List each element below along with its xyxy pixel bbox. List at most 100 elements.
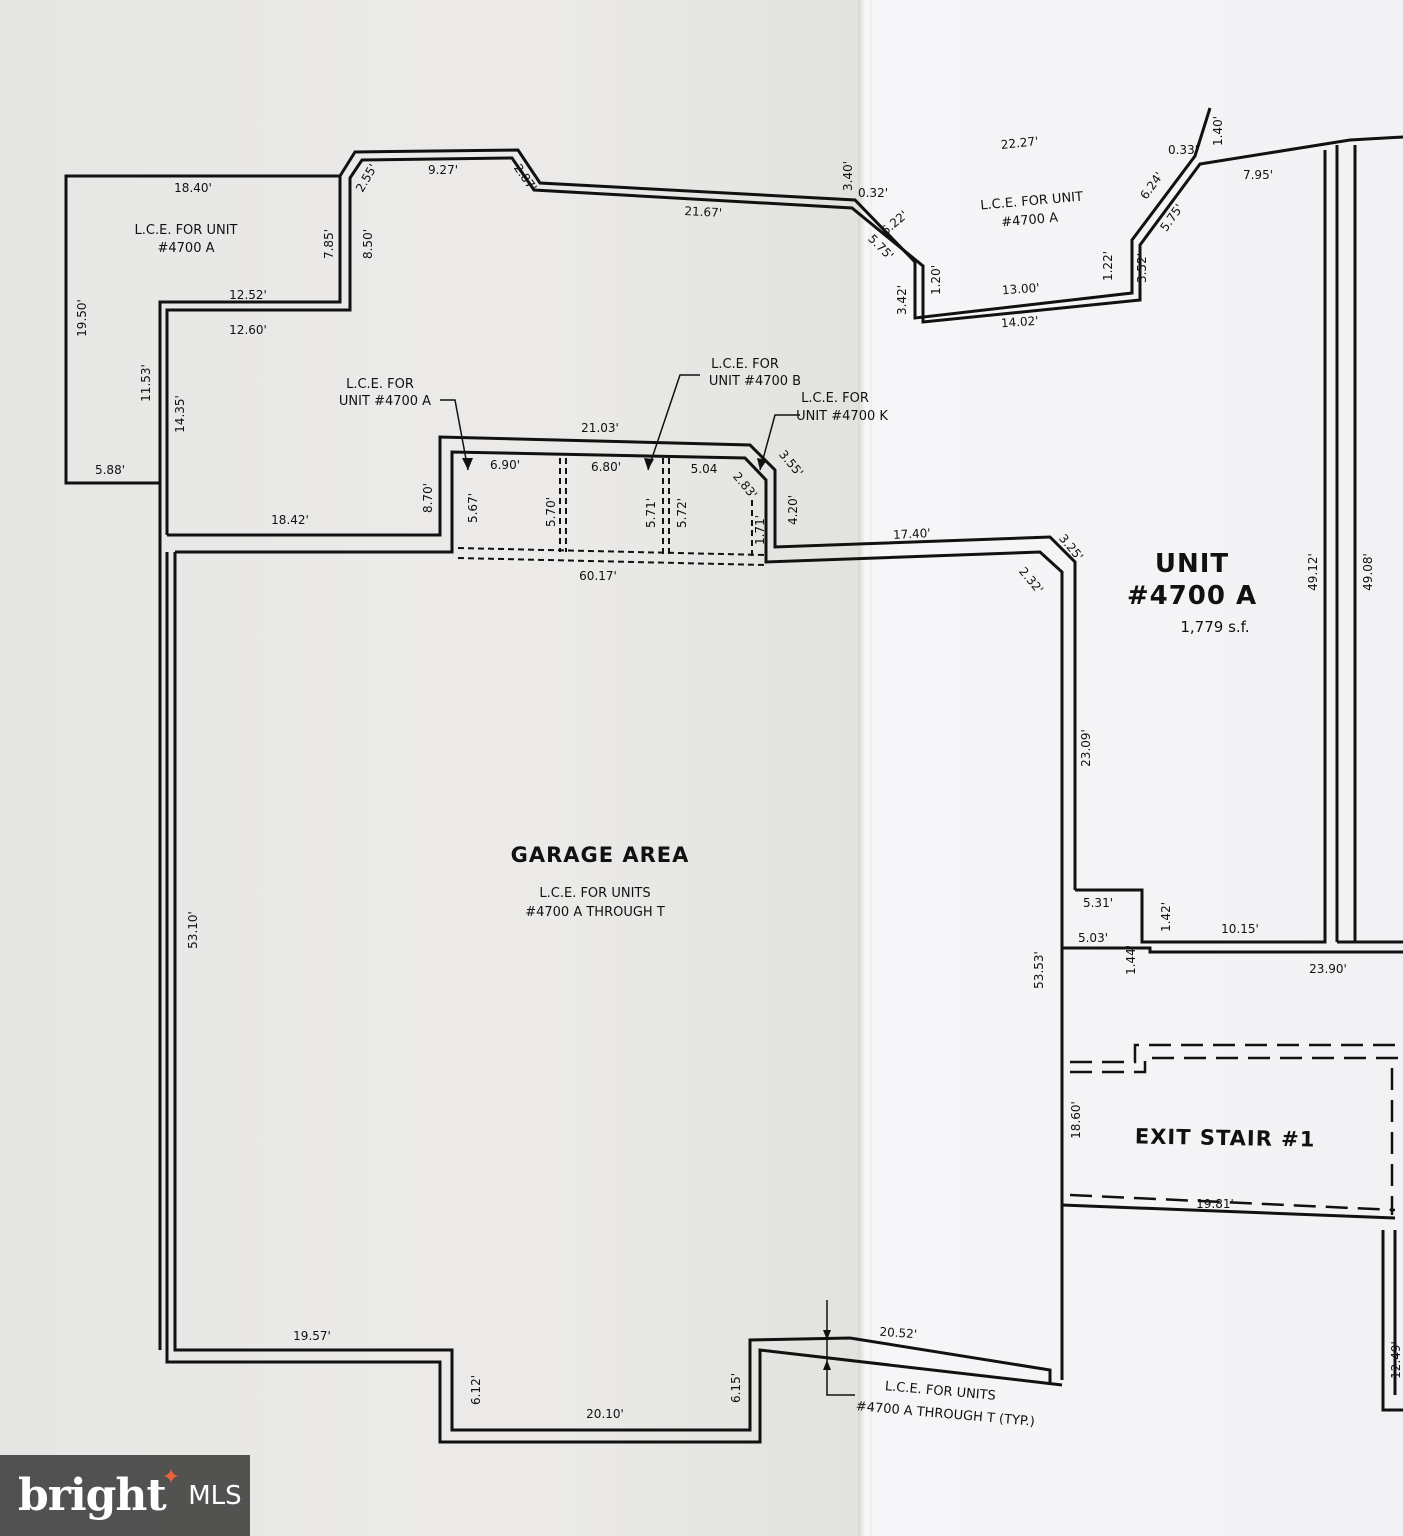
dim-label: 18.40' — [174, 181, 212, 195]
dim-label: 3.55' — [776, 447, 806, 479]
lce-top-right-label-2: #4700 A — [1001, 211, 1059, 231]
paper-fold — [858, 0, 872, 1536]
dim-label: 22.27' — [1000, 134, 1039, 152]
exit-stair-label: EXIT STAIR #1 — [1135, 1124, 1316, 1151]
dim-label: 49.08' — [1361, 553, 1375, 591]
dim-label: 6.22' — [878, 208, 910, 238]
dim-label: 0.32' — [858, 186, 888, 200]
storage-dashed — [457, 458, 767, 566]
dim-label: 3.42' — [895, 285, 909, 315]
lce-bottom-label-1: L.C.E. FOR UNITS — [884, 1379, 996, 1404]
dim-label: 60.17' — [579, 569, 617, 583]
dim-label: 11.53' — [139, 364, 153, 402]
dim-label: 20.52' — [879, 1325, 918, 1342]
right-lower-wall — [1381, 1230, 1403, 1412]
garage-area-sub-2: #4700 A THROUGH T — [525, 905, 665, 920]
lce-bottom-label-2: #4700 A THROUGH T (TYP.) — [855, 1399, 1035, 1430]
dim-label: 5.67' — [466, 493, 480, 523]
dim-label: 2.32' — [1016, 564, 1046, 596]
dim-label: 12.52' — [229, 288, 267, 302]
dim-label: 3.40' — [841, 161, 855, 191]
lce-a-label-2: UNIT #4700 A — [339, 394, 431, 409]
exit-stair-bottom — [1061, 1203, 1396, 1220]
lce-b-label-1: L.C.E. FOR — [711, 357, 779, 372]
dim-label: 21.03' — [581, 421, 619, 435]
dimension-labels: 18.40' 19.50' 5.88' 7.85' 8.50' 12.52' 1… — [75, 116, 1403, 1421]
dim-label: 49.12' — [1306, 553, 1320, 591]
dim-label: 5.03' — [1078, 931, 1108, 945]
garage-inner-left-bottom — [173, 552, 1052, 1432]
dim-label: 19.50' — [75, 299, 89, 337]
corridor-outer — [167, 435, 1077, 890]
unit-area-sf: 1,779 s.f. — [1180, 618, 1249, 636]
dim-label: 14.02' — [1000, 314, 1039, 331]
dim-label: 5.04 — [691, 462, 718, 476]
dim-label: 5.70' — [544, 497, 558, 527]
plan-lines — [64, 107, 1403, 1444]
garage-area-title: GARAGE AREA — [511, 843, 690, 867]
dim-label: 19.81' — [1196, 1197, 1234, 1211]
lce-top-left-label-2: #4700 A — [157, 241, 214, 256]
dim-label: 14.35' — [173, 395, 187, 433]
dim-label: 18.60' — [1069, 1101, 1083, 1139]
unit-label-2: #4700 A — [1127, 581, 1257, 611]
dim-label: 53.10' — [186, 911, 200, 949]
dim-label: 53.53' — [1032, 951, 1046, 989]
dim-label: 13.00' — [1001, 281, 1040, 298]
dim-label: 10.15' — [1221, 922, 1259, 936]
dim-label: 1.71' — [753, 515, 767, 545]
brightmls-watermark: bright ✦ MLS — [0, 1455, 250, 1536]
brand-accent-icon: ✦ — [161, 1465, 181, 1490]
dim-label: 12.49' — [1389, 1341, 1403, 1379]
paper-left-panel — [0, 0, 866, 1536]
dim-label: 1.40' — [1211, 116, 1225, 146]
lce-top-left-label-1: L.C.E. FOR UNIT — [135, 223, 238, 238]
dim-label: 23.90' — [1309, 962, 1347, 976]
dim-label: 5.71' — [644, 498, 658, 528]
dim-label: 9.27' — [428, 163, 458, 177]
dim-label: 6.90' — [490, 458, 520, 472]
dim-label: 5.72' — [675, 498, 689, 528]
dim-label: 23.09' — [1079, 729, 1093, 767]
brand-suffix: MLS — [188, 1480, 242, 1511]
walkway-outer-line — [158, 107, 1212, 1350]
lce-k-label-1: L.C.E. FOR — [801, 391, 869, 406]
leader-arrowheads — [462, 458, 831, 1370]
dim-label: 6.80' — [591, 460, 621, 474]
lce-k-label-2: UNIT #4700 K — [796, 409, 888, 424]
dim-label: 8.70' — [421, 483, 435, 513]
dim-label: 0.33' — [1168, 143, 1198, 157]
dim-label: 6.15' — [729, 1373, 743, 1403]
corridor-inner — [175, 450, 1064, 1380]
unit-label-1: UNIT — [1155, 549, 1229, 579]
dim-label: 21.67' — [684, 204, 722, 220]
exit-stair-dashed — [1069, 1043, 1403, 1215]
dim-label: 12.60' — [229, 323, 267, 337]
dim-label: 17.40' — [893, 526, 931, 542]
dim-label: 1.44' — [1124, 945, 1138, 975]
dim-label: 7.95' — [1243, 168, 1273, 182]
dim-label: 5.31' — [1083, 896, 1113, 910]
unit-boundary-outer — [1075, 150, 1327, 944]
dim-label: 20.10' — [586, 1407, 624, 1421]
unit-boundary-inner — [1062, 946, 1403, 954]
lce-top-left-outline — [64, 174, 340, 485]
garage-area-sub-1: L.C.E. FOR UNITS — [539, 886, 650, 901]
dim-label: 18.42' — [271, 513, 309, 527]
dim-label: 4.20' — [786, 495, 800, 525]
lce-b-label-2: UNIT #4700 B — [709, 374, 801, 389]
dim-label: 5.88' — [95, 463, 125, 477]
dim-label: 1.42' — [1159, 902, 1173, 932]
dim-label: 19.57' — [293, 1329, 331, 1343]
lce-a-label-1: L.C.E. FOR — [346, 377, 414, 392]
dim-label: 7.85' — [322, 229, 336, 259]
dim-label: 1.22' — [1101, 251, 1115, 281]
dim-label: 6.24' — [1137, 169, 1166, 202]
dim-label: 1.20' — [929, 265, 943, 295]
brand-wordmark: bright — [18, 1470, 167, 1521]
dim-label: 3.52' — [1135, 253, 1149, 283]
walkway-inner-line — [165, 135, 1403, 535]
garage-outer-left-bottom — [165, 552, 1063, 1444]
